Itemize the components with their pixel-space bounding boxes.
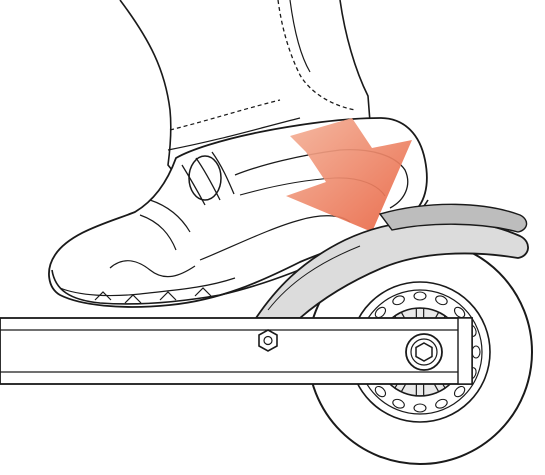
- hex-nut-icon: [259, 330, 277, 351]
- bolt-icon: [406, 334, 442, 370]
- scooter-deck: [0, 318, 472, 384]
